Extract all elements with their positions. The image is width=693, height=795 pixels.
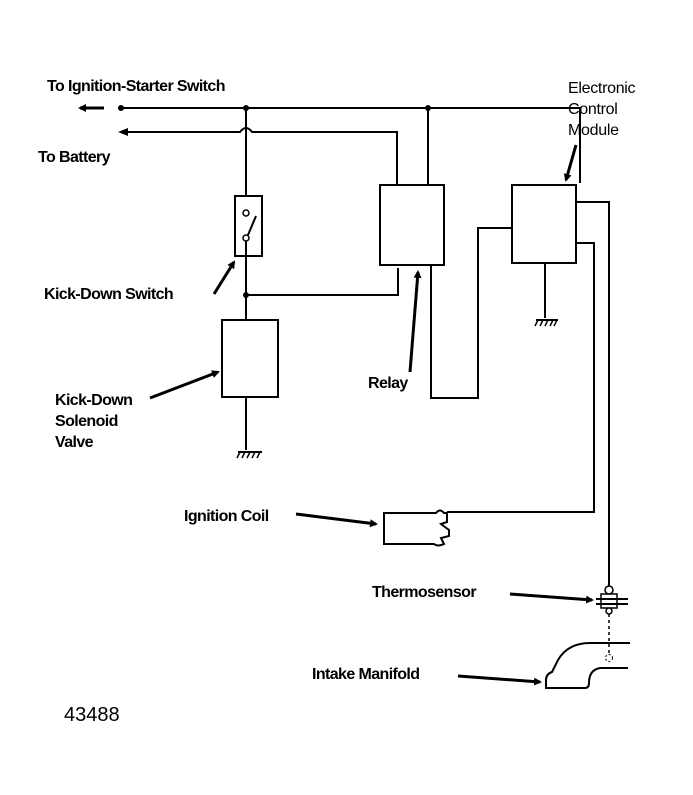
battery-label: To Battery [38,149,111,166]
ignition-coil [383,509,450,547]
ground-icon [236,451,262,459]
ecm-coil-wire [447,242,595,513]
ignition-starter-wire [78,104,581,183]
solenoid-label-line2: Solenoid [55,413,118,430]
figure-number: 43488 [64,704,120,726]
intake-manifold-pointer-arrow [457,674,542,686]
ecm-pointer-arrow [563,144,578,182]
solenoid-pointer-arrow [149,370,220,400]
relay-ecm-wire [430,227,512,399]
ignition-coil-pointer-arrow [295,512,378,528]
ignition-starter-switch-label: To Ignition-Starter Switch [47,78,225,95]
kickdown-switch-label: Kick-Down Switch [44,286,173,303]
relay-pointer-arrow [408,270,422,373]
intake-manifold-label: Intake Manifold [312,666,419,683]
thermosensor [596,585,628,660]
kickdown-switch-pointer-arrow [212,260,236,295]
kickdown-switch [234,195,263,257]
battery-wire [118,127,398,183]
ecm-label-line3: Module [568,122,619,139]
ignition-coil-label: Ignition Coil [184,508,269,525]
ecm-label-line2: Control [568,101,617,118]
solenoid-label-line3: Valve [55,434,94,451]
ground-icon [534,319,558,327]
ecm-label-line1: Electronic [568,80,636,97]
relay [379,184,445,266]
kickdown-solenoid-valve [221,319,279,398]
relay-label: Relay [368,375,408,392]
intake-manifold [545,642,630,689]
electronic-control-module [511,184,577,264]
switch-relay-wire [246,268,399,296]
ecm-thermosensor-wire [576,201,610,588]
thermosensor-pointer-arrow [509,592,594,604]
solenoid-label-line1: Kick-Down [55,392,132,409]
thermosensor-label: Thermosensor [372,584,476,601]
